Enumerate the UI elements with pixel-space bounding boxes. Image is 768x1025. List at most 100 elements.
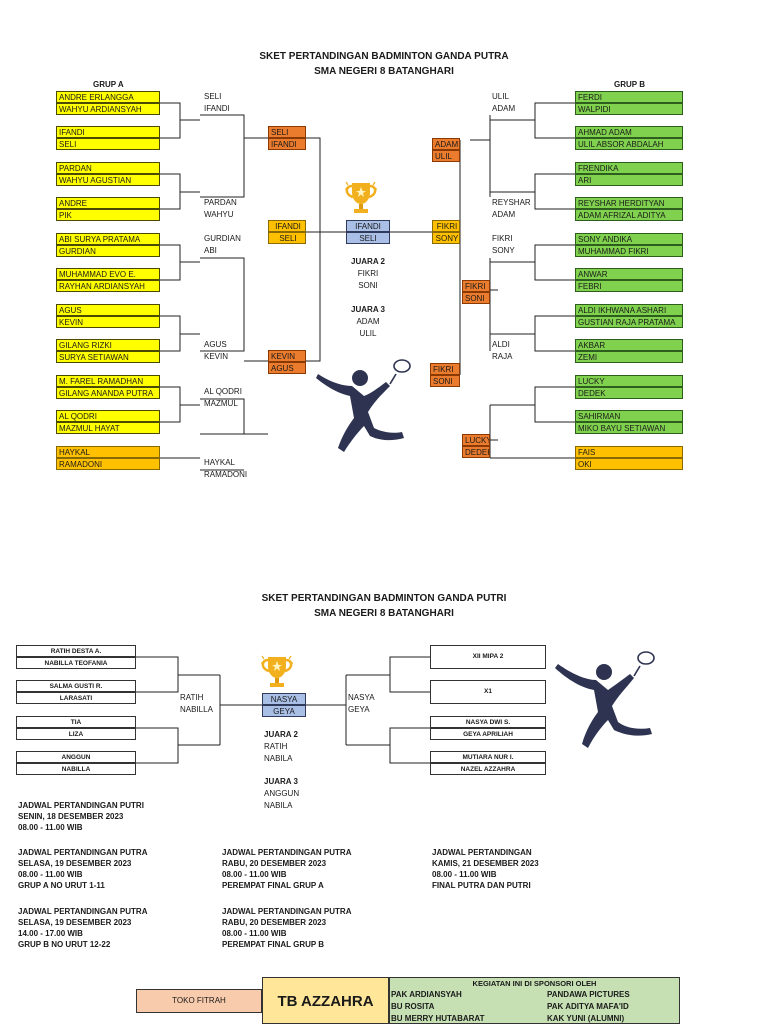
a-r1-winner: ABI [204, 245, 217, 257]
putri-subtitle: SMA NEGERI 8 BATANGHARI [0, 608, 768, 620]
putri-left-player: LARASATI [16, 692, 136, 704]
putri-left-player: LIZA [16, 728, 136, 740]
a-r1-winner: RAMADONI [204, 469, 247, 481]
sponsor-col2-3: KAK YUNI (ALUMNI) [547, 1013, 624, 1025]
a-r1-winner: IFANDI [204, 103, 230, 115]
team-a-player: GURDIAN [56, 245, 160, 257]
sponsor-col1-1: PAK ARDIANSYAH [391, 989, 462, 1001]
team-b-player: ZEMI [575, 351, 683, 363]
a-r2-1-bottom: IFANDI [268, 138, 306, 150]
team-a-player: RAYHAN ARDIANSYAH [56, 280, 160, 292]
putri-juara3-label: JUARA 3 [264, 776, 298, 788]
b-semi-top: FIKRI [432, 220, 460, 232]
b-r2-1-top: ADAM [432, 138, 460, 150]
b-r1-winner: REYSHAR [492, 197, 531, 209]
a-r1-winner: WAHYU [204, 209, 233, 221]
team-b-player: REYSHAR HERDITYAN [575, 197, 683, 209]
putri-left-player: ANGGUN [16, 751, 136, 763]
putri-champion-top: NASYA [262, 693, 306, 705]
b-r1-winner: ULIL [492, 91, 509, 103]
team-a-player: GILANG RIZKI [56, 339, 160, 351]
a-r1-winner: MAZMUL [204, 398, 238, 410]
b-r2-1-bottom: ULIL [432, 150, 460, 162]
sponsor-col2-1: PANDAWA PICTURES [547, 989, 630, 1001]
badminton-player-icon [552, 648, 658, 756]
a-r1-winner: SELI [204, 91, 221, 103]
team-a-player: GILANG ANANDA PUTRA [56, 387, 160, 399]
team-b-player: FRENDIKA [575, 162, 683, 174]
b-r1-winner: ALDI [492, 339, 510, 351]
team-a-player: M. FAREL RAMADHAN [56, 375, 160, 387]
team-b-player: LUCKY [575, 375, 683, 387]
team-b-player: DEDEK [575, 387, 683, 399]
team-a-player: AGUS [56, 304, 160, 316]
trophy-icon [258, 654, 296, 690]
badminton-player-icon [312, 356, 412, 460]
team-a-player: WAHYU ARDIANSYAH [56, 103, 160, 115]
team-a-player: HAYKAL [56, 446, 160, 458]
a-r1-winner: HAYKAL [204, 457, 235, 469]
a-r2-2-bottom: AGUS [268, 362, 306, 374]
schedule-putra-grup-b: JADWAL PERTANDINGAN PUTRASELASA, 19 DESE… [18, 906, 147, 950]
a-r1-winner: AGUS [204, 339, 227, 351]
putra-juara2-label: JUARA 2 [340, 256, 396, 268]
sponsor-header: KEGIATAN INI DI SPONSORI OLEH [390, 978, 679, 989]
putri-left-player: TIA [16, 716, 136, 728]
team-a-player: IFANDI [56, 126, 160, 138]
b-r1-winner: FIKRI [492, 233, 512, 245]
team-a-player: AL QODRI [56, 410, 160, 422]
putra-juara2-1: FIKRI [340, 268, 396, 280]
team-a-player: MUHAMMAD EVO E. [56, 268, 160, 280]
sponsor-col1-2: BU ROSITA [391, 1001, 434, 1013]
b-r2-3-bottom: SONI [430, 375, 460, 387]
putri-right-player: MUTIARA NUR I. [430, 751, 546, 763]
putra-juara3-1: ADAM [340, 316, 396, 328]
sponsor-col1-3: BU MERRY HUTABARAT [391, 1013, 484, 1025]
putri-right-semi-2: GEYA [348, 704, 370, 716]
a-r1-winner: KEVIN [204, 351, 228, 363]
putri-left-player: NABILLA TEOFANIA [16, 657, 136, 669]
putri-left-player: NABILLA [16, 763, 136, 775]
putri-juara2-1: RATIH [264, 741, 287, 753]
team-b-player: ADAM AFRIZAL ADITYA [575, 209, 683, 221]
putri-juara3-2: NABILA [264, 800, 292, 812]
putri-left-semi-1: RATIH [180, 692, 203, 704]
a-r1-winner: GURDIAN [204, 233, 241, 245]
putri-title: SKET PERTANDINGAN BADMINTON GANDA PUTRI [0, 593, 768, 605]
putri-left-semi-2: NABILLA [180, 704, 213, 716]
putri-juara2-label: JUARA 2 [264, 729, 298, 741]
sponsor-toko-fitrah: TOKO FITRAH [136, 989, 262, 1013]
team-b-player: MIKO BAYU SETIAWAN [575, 422, 683, 434]
b-r1-winner: SONY [492, 245, 515, 257]
b-r2-2-bottom: SONI [462, 292, 490, 304]
team-b-player: ANWAR [575, 268, 683, 280]
a-semi-bottom: SELI [268, 232, 306, 244]
putri-right-semi-1: NASYA [348, 692, 375, 704]
team-a-player: SELI [56, 138, 160, 150]
b-r2-4-top: LUCKY [462, 434, 490, 446]
putra-juara3-label: JUARA 3 [340, 304, 396, 316]
team-a-player: RAMADONI [56, 458, 160, 470]
team-b-player: SAHIRMAN [575, 410, 683, 422]
team-b-player: AKBAR [575, 339, 683, 351]
b-semi-bottom: SONY [432, 232, 460, 244]
team-a-player: WAHYU AGUSTIAN [56, 174, 160, 186]
team-b-player: ARI [575, 174, 683, 186]
sponsor-col2-2: PAK ADITYA MAFA'ID [547, 1001, 629, 1013]
putra-juara2-2: SONI [340, 280, 396, 292]
a-semi-top: IFANDI [268, 220, 306, 232]
b-r1-winner: RAJA [492, 351, 512, 363]
team-a-player: ANDRE [56, 197, 160, 209]
putra-juara3-2: ULIL [340, 328, 396, 340]
b-r1-winner: ADAM [492, 209, 515, 221]
team-b-player: WALPIDI [575, 103, 683, 115]
trophy-icon [342, 180, 380, 216]
team-b-player: ULIL ABSOR ABDALAH [575, 138, 683, 150]
team-b-player: FEBRI [575, 280, 683, 292]
putri-right-player: GEYA APRILIAH [430, 728, 546, 740]
team-a-player: ANDRE ERLANGGA [56, 91, 160, 103]
team-b-player: GUSTIAN RAJA PRATAMA [575, 316, 683, 328]
putri-right-team: X1 [430, 680, 546, 704]
team-b-player: SONY ANDIKA [575, 233, 683, 245]
